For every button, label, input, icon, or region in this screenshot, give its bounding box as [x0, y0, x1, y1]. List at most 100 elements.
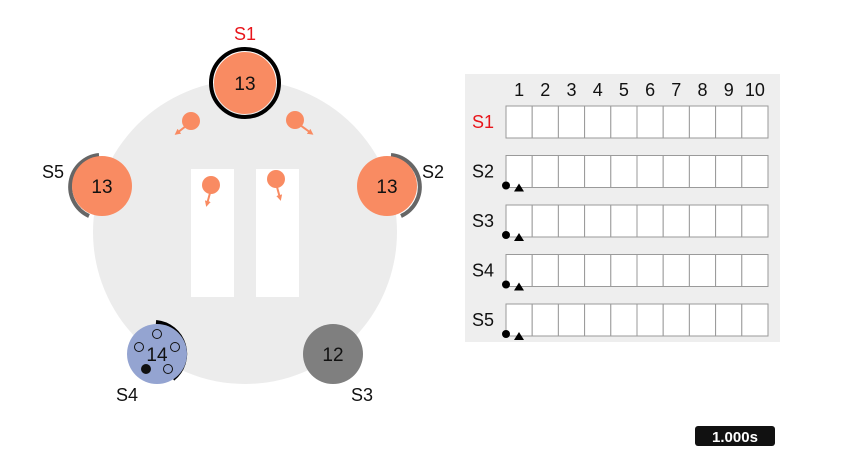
log-column-header: 3	[566, 80, 576, 100]
message-s1-to-s5	[174, 112, 200, 135]
log-column-header: 9	[724, 80, 734, 100]
log-row-label: S1	[472, 112, 494, 132]
next-index-marker	[514, 332, 524, 340]
log-entry-cell[interactable]	[688, 105, 717, 139]
next-index-marker	[514, 183, 524, 192]
commit-index-marker	[502, 280, 510, 289]
log-entry-cell[interactable]	[584, 303, 612, 337]
log-entry-cell[interactable]	[715, 254, 743, 287]
commit-index-marker	[502, 231, 510, 239]
vote-indicator	[134, 342, 144, 352]
log-row-label: S2	[472, 162, 494, 182]
message-s1-to-s3	[267, 170, 285, 201]
log-entry-cell[interactable]	[741, 105, 769, 139]
log-column-header: 2	[540, 80, 550, 100]
log-entry-cell[interactable]	[505, 254, 533, 287]
log-entry-cell[interactable]	[531, 204, 559, 238]
log-entry-cell[interactable]	[531, 105, 559, 139]
log-entry-cell[interactable]	[531, 254, 559, 287]
vote-indicator	[141, 364, 151, 374]
log-column-header: 5	[619, 80, 629, 100]
log-entry-cell[interactable]	[584, 204, 612, 238]
log-entry-cell[interactable]	[505, 303, 533, 337]
server-label-s2: S2	[422, 162, 444, 182]
log-entry-cell[interactable]	[584, 254, 612, 287]
server-label-s3: S3	[351, 385, 373, 405]
log-entry-cell[interactable]	[636, 105, 664, 139]
next-index-marker	[514, 282, 524, 291]
log-entry-cell[interactable]	[662, 303, 690, 337]
server-label-s4: S4	[116, 385, 138, 405]
server-node-s5[interactable]: 13 S5	[42, 153, 132, 218]
log-entry-cell[interactable]	[741, 204, 769, 238]
message-s1-to-s4	[202, 176, 220, 207]
log-column-header: 8	[697, 80, 707, 100]
log-entry-cell[interactable]	[610, 303, 638, 337]
log-entry-cell[interactable]	[636, 254, 664, 287]
log-row-label: S4	[472, 261, 494, 281]
log-entry-cell[interactable]	[557, 303, 586, 337]
server-term-s3: 12	[322, 345, 343, 366]
log-entry-cell[interactable]	[584, 105, 612, 139]
log-entry-cell[interactable]	[584, 155, 612, 188]
server-node-s4[interactable]: 14 S4	[116, 320, 188, 405]
server-node-s1[interactable]: S1 13	[209, 24, 281, 119]
log-column-header: 1	[514, 80, 524, 100]
log-column-header: 4	[593, 80, 603, 100]
log-entry-cell[interactable]	[505, 204, 533, 238]
log-entry-cell[interactable]	[715, 155, 743, 188]
log-entry-cell[interactable]	[688, 254, 717, 287]
server-node-s3[interactable]: 12 S3	[303, 324, 373, 405]
log-entry-cell[interactable]	[610, 105, 638, 139]
server-label-s1: S1	[234, 24, 256, 44]
log-entry-cell[interactable]	[688, 303, 717, 337]
vote-indicator	[152, 329, 162, 339]
log-entry-cell[interactable]	[610, 155, 638, 188]
log-entry-cell[interactable]	[741, 155, 769, 188]
log-column-header: 7	[671, 80, 681, 100]
log-entry-cell[interactable]	[741, 254, 769, 287]
commit-index-marker	[502, 330, 510, 338]
log-entry-cell[interactable]	[557, 155, 586, 188]
log-entry-cell[interactable]	[741, 303, 769, 337]
log-entry-cell[interactable]	[662, 204, 690, 238]
log-entry-cell[interactable]	[505, 105, 533, 139]
log-entry-cell[interactable]	[688, 204, 717, 238]
log-entry-cell[interactable]	[531, 303, 559, 337]
log-column-header: 6	[645, 80, 655, 100]
log-entry-cell[interactable]	[610, 204, 638, 238]
log-entry-cell[interactable]	[531, 155, 559, 188]
log-entry-cell[interactable]	[715, 204, 743, 238]
vote-indicator	[163, 364, 173, 374]
server-label-s5: S5	[42, 162, 64, 182]
log-entry-cell[interactable]	[557, 105, 586, 139]
log-entry-cell[interactable]	[505, 155, 533, 188]
message-s1-to-s2	[286, 111, 314, 135]
log-entry-cell[interactable]	[557, 204, 586, 238]
server-term-s5: 13	[91, 177, 112, 198]
next-index-marker	[514, 233, 524, 241]
log-entry-cell[interactable]	[636, 204, 664, 238]
log-entry-cell[interactable]	[662, 155, 690, 188]
vote-indicator	[170, 342, 180, 352]
log-entry-cell[interactable]	[557, 254, 586, 287]
timer-badge: 1.000s	[695, 426, 775, 446]
cluster-hub	[93, 80, 397, 384]
log-entry-cell[interactable]	[715, 303, 743, 337]
server-term-s1: 13	[234, 74, 255, 95]
log-entry-cell[interactable]	[662, 105, 690, 139]
log-entry-cell[interactable]	[662, 254, 690, 287]
log-entry-cell[interactable]	[715, 105, 743, 139]
server-term-s2: 13	[376, 177, 397, 198]
log-entry-cell[interactable]	[636, 303, 664, 337]
log-entry-cell[interactable]	[688, 155, 717, 188]
server-node-s2[interactable]: 13 S2	[357, 153, 444, 218]
server-term-s4: 14	[146, 345, 168, 366]
commit-index-marker	[502, 181, 510, 190]
log-entry-cell[interactable]	[636, 155, 664, 188]
log-row-label: S5	[472, 310, 494, 330]
log-entry-cell[interactable]	[610, 254, 638, 287]
log-row-label: S3	[472, 211, 494, 231]
